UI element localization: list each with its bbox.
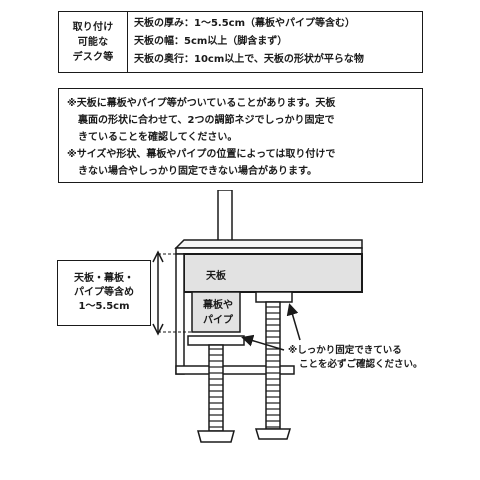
tabletop-label: 天板 — [206, 271, 226, 282]
clamp-body — [175, 253, 295, 375]
spec-values-cell: 天板の厚み：1～5.5cm（幕板やパイプ等含む） 天板の幅：5cm以上（脚含まず… — [128, 12, 422, 72]
apron-label: 幕板や パイプ — [195, 298, 241, 328]
callout-line: ことを必ずご確認ください。 — [299, 359, 423, 370]
spec-label-cell: 取り付け 可能な デスク等 — [59, 12, 128, 72]
callout-arrows — [241, 303, 301, 351]
pressure-pad-right — [255, 291, 293, 303]
monitor-pole — [217, 190, 233, 243]
note-line: きていることを確認してください。 — [78, 132, 238, 143]
apron-label-line: 幕板や — [203, 300, 233, 311]
dimension-arrow — [152, 250, 192, 336]
apron-panel — [191, 291, 241, 333]
spec-depth: 天板の奥行：10cm以上で、天板の形状が平らな物 — [134, 54, 364, 65]
mounting-spec-table: 取り付け 可能な デスク等 天板の厚み：1～5.5cm（幕板やパイプ等含む） 天… — [58, 11, 423, 73]
apron-label-line: パイプ — [203, 315, 233, 326]
clamp-illustration — [152, 190, 363, 443]
spec-width: 天板の幅：5cm以上（脚含まず） — [134, 36, 288, 47]
note-line: ※天板に幕板やパイプ等がついていることがあります。天板 — [67, 98, 336, 109]
spec-label-line: 取り付け — [72, 21, 114, 33]
note-line: 裏面の形状に合わせて、2つの調節ネジでしっかり固定で — [78, 115, 335, 126]
adjust-screw-left — [197, 344, 235, 443]
dimension-label-line: 天板・幕板・ — [74, 273, 134, 284]
note-line: きない場合やしっかり固定できない場合があります。 — [78, 166, 317, 177]
caution-notes: ※天板に幕板やパイプ等がついていることがあります。天板 裏面の形状に合わせて、2… — [58, 88, 423, 183]
clamp-diagram: 天板・幕板・ パイプ等含め 1～5.5cm 天板 幕板や パイプ ※しっかり固定… — [0, 190, 480, 480]
clamp-top-plate — [174, 239, 363, 255]
dimension-label-line: 1～5.5cm — [78, 301, 130, 312]
adjust-screw-right — [254, 301, 292, 440]
spec-label-line: 可能な — [77, 36, 109, 48]
pressure-pad-left — [187, 335, 245, 346]
tabletop — [183, 253, 363, 293]
fastening-check-note: ※しっかり固定できている ことを必ずご確認ください。 — [288, 344, 423, 372]
callout-line: ※しっかり固定できている — [288, 345, 402, 356]
note-line: ※サイズや形状、幕板やパイプの位置によっては取り付けで — [67, 149, 336, 160]
thickness-dimension-label: 天板・幕板・ パイプ等含め 1～5.5cm — [57, 260, 151, 326]
spec-label-line: デスク等 — [72, 51, 114, 63]
dimension-label-line: パイプ等含め — [74, 287, 134, 298]
spec-thickness: 天板の厚み：1～5.5cm（幕板やパイプ等含む） — [134, 18, 356, 29]
